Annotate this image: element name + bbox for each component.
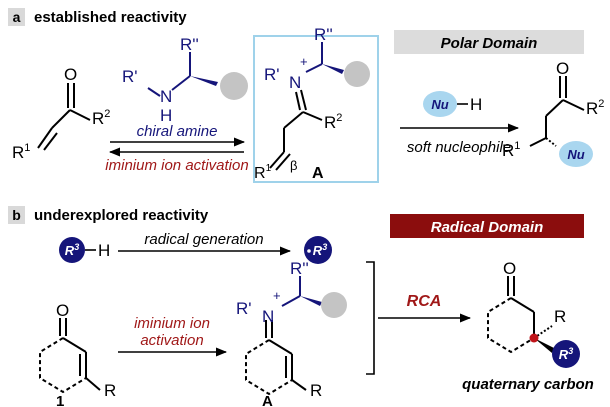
iminium-activation-line1: iminium ion: [134, 315, 210, 332]
quaternary-carbon-dot: [529, 333, 539, 343]
product-r1: R1: [502, 140, 520, 160]
intermediate-a-label: A: [312, 165, 324, 182]
chiral-amine-label: chiral amine: [137, 123, 218, 140]
radical-domain-label: Radical Domain: [431, 219, 544, 236]
enone-oxygen: O: [64, 65, 77, 84]
amine-hydrogen: H: [160, 106, 172, 125]
cyclic-iminium-intermediate: R' N + R'' R A: [236, 259, 347, 407]
radical-dot: [307, 249, 311, 253]
quaternary-carbon-label: quaternary carbon: [462, 376, 594, 393]
section-b-title: underexplored reactivity: [34, 207, 209, 224]
intermediate-r1: R1: [254, 163, 272, 182]
intermediate-r-prime: R': [264, 65, 280, 84]
amine-nitrogen: N: [160, 87, 172, 106]
iminium-activation-line2: activation: [140, 332, 203, 349]
amine-catalyst: R' N H R'': [122, 35, 248, 125]
product-r3-label: R3: [559, 346, 573, 362]
intermediate-r2: R2: [324, 112, 342, 132]
nu-hydrogen: H: [470, 95, 482, 114]
r3-precursor-label: R3: [65, 242, 79, 258]
quaternary-r: R: [554, 307, 566, 326]
product-oxygen: O: [556, 59, 569, 78]
radical-generation-label: radical generation: [144, 231, 263, 248]
intermediate-box: [253, 35, 379, 183]
section-a-title: established reactivity: [34, 9, 187, 26]
cyclohexenone-1: [39, 318, 101, 394]
section-b: b underexplored reactivity R3 H radical …: [8, 206, 594, 407]
section-a: a established reactivity O R2 R1 R' N H …: [8, 8, 604, 183]
section-a-letter: a: [13, 9, 21, 25]
intermediate-r-dprime: R'': [314, 25, 333, 44]
enone-r1: R1: [12, 142, 30, 162]
r3-precursor-circle: [59, 237, 85, 263]
compound-1-label: 1: [56, 393, 64, 407]
cyclic-plus: +: [273, 288, 281, 303]
r3-radical-label: R3: [313, 242, 327, 258]
polar-domain-label: Polar Domain: [441, 35, 538, 52]
iminium-activation-label: iminium ion activation: [105, 157, 248, 174]
enone1-r: R: [104, 381, 116, 400]
enone-r2: R2: [92, 108, 110, 128]
nu-bubble: [423, 91, 457, 117]
section-b-letter: b: [12, 207, 21, 223]
beta-label: β: [290, 158, 297, 173]
nu-label: Nu: [431, 97, 448, 112]
r3-radical-circle: [304, 236, 332, 264]
intermediate-scaffold-circle: [344, 61, 370, 87]
cyclic-scaffold-circle: [321, 292, 347, 318]
cyclic-r-dprime: R'': [290, 259, 309, 278]
radical-domain-banner: [390, 214, 584, 238]
soft-nucleophile-label: soft nucleophile: [407, 139, 511, 156]
chiral-scaffold-circle: [220, 72, 248, 100]
quaternary-product: [487, 276, 553, 354]
product-r3-circle: [552, 340, 580, 368]
cyclic-r: R: [310, 381, 322, 400]
iminium-intermediate-a: R' N + R'' R2 R1 β A: [254, 25, 370, 182]
polar-product: [529, 76, 585, 147]
product-nu-label: Nu: [567, 147, 584, 162]
product-nu-bubble: [559, 141, 593, 167]
cyclic-nitrogen: N: [262, 307, 274, 326]
reagent-bracket: [366, 261, 375, 375]
section-a-badge: [8, 8, 25, 26]
cyclic-a-label: A: [262, 393, 273, 407]
polar-domain-banner: [394, 30, 584, 54]
intermediate-plus: +: [300, 54, 308, 69]
r3-hydrogen: H: [98, 241, 110, 260]
cyclic-r-prime: R': [236, 299, 252, 318]
enone-structure: [37, 83, 91, 151]
enone1-oxygen: O: [56, 301, 69, 320]
amine-r-dprime: R'': [180, 35, 199, 54]
rca-label: RCA: [407, 293, 442, 310]
section-b-badge: [8, 206, 25, 224]
product-r2: R2: [586, 98, 604, 118]
amine-r-prime: R': [122, 67, 138, 86]
quaternary-oxygen: O: [503, 259, 516, 278]
intermediate-nitrogen: N: [289, 73, 301, 92]
